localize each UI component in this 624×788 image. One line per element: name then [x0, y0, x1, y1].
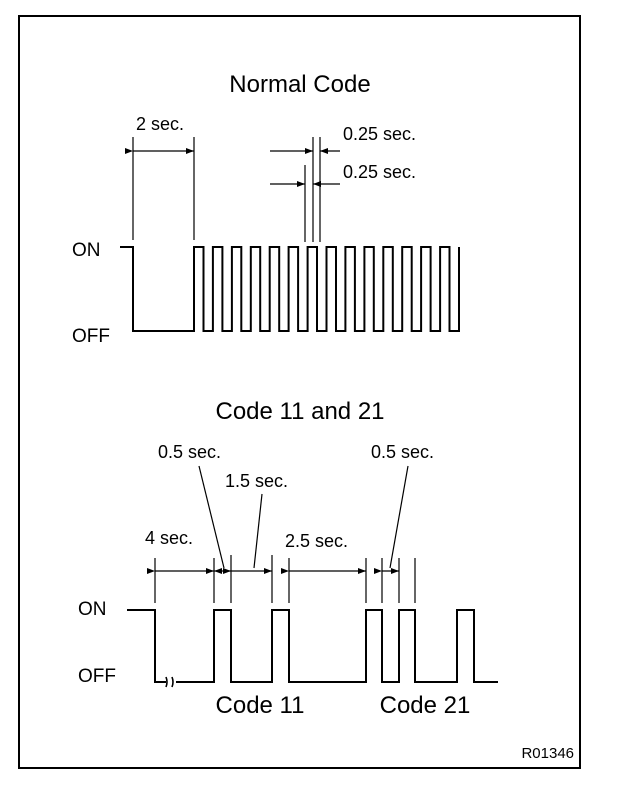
figure-frame [18, 15, 581, 769]
normal-code-title: Normal Code [229, 71, 370, 98]
normal-on-label: ON [72, 240, 101, 261]
code-off-label: OFF [78, 666, 116, 687]
code-11-21-title: Code 11 and 21 [215, 398, 384, 425]
code-gap-label: 1.5 sec. [225, 471, 288, 491]
code-4sec-label: 4 sec. [145, 528, 193, 548]
code-on-label: ON [78, 599, 107, 620]
code-21-label: Code 21 [380, 692, 471, 719]
figure-id-label: R01346 [521, 745, 574, 762]
code-11-21-waveform [127, 609, 498, 683]
code-dimension-lines [147, 465, 416, 603]
code-pulse-label: 0.5 sec. [158, 442, 221, 462]
normal-025-dimensions [270, 137, 340, 242]
code-11-label: Code 11 [216, 692, 305, 719]
code-separator-label: 2.5 sec. [285, 531, 348, 551]
normal-2sec-dimension [125, 137, 195, 240]
normal-off-time-label: 0.25 sec. [343, 162, 416, 182]
normal-code-waveform [120, 246, 460, 332]
normal-off-label: OFF [72, 326, 110, 347]
code-pulse-label-2: 0.5 sec. [371, 442, 434, 462]
normal-on-time-label: 0.25 sec. [343, 124, 416, 144]
normal-2sec-label: 2 sec. [136, 114, 184, 134]
time-break-symbol [165, 676, 174, 688]
